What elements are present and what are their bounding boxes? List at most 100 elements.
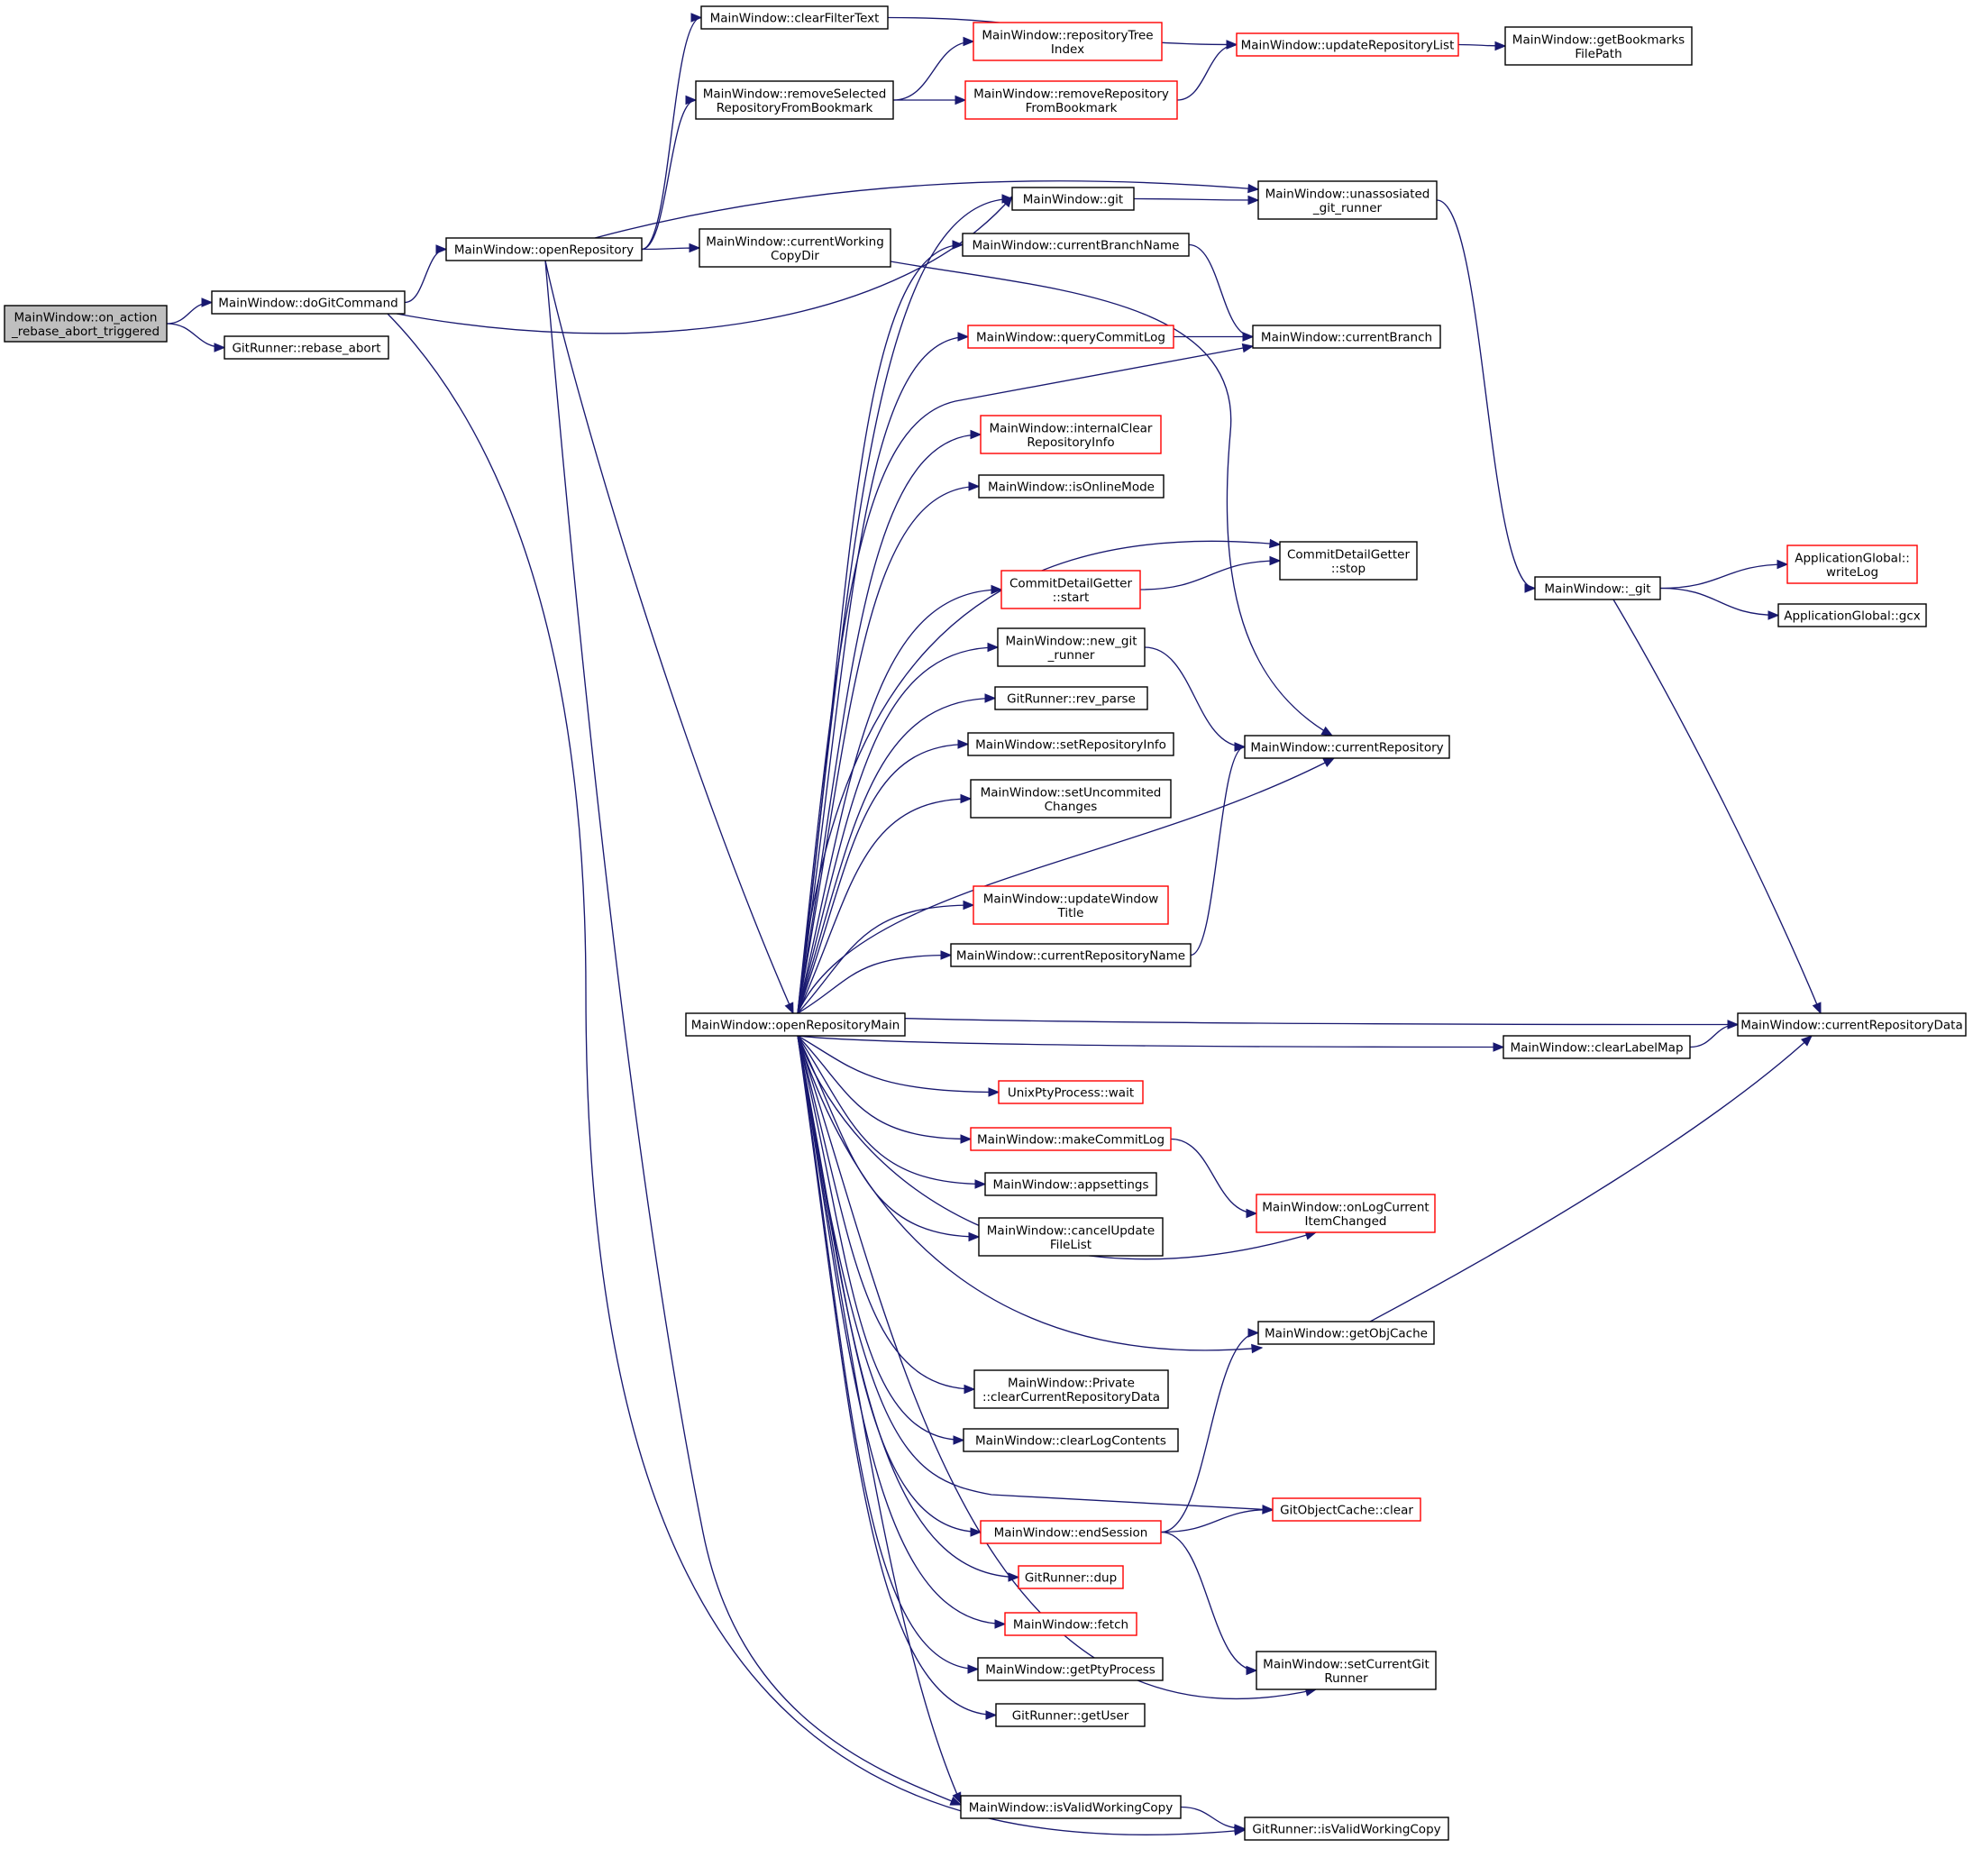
edge-mwValid-to-grValid [1180, 1806, 1247, 1834]
edge-uGit-to-curRepoData [1612, 599, 1822, 1015]
arrowhead [957, 739, 970, 749]
node-box [962, 233, 1190, 257]
node-makeCommitLog[interactable]: MainWindow::makeCommitLog [970, 1127, 1172, 1151]
node-endSession[interactable]: MainWindow::endSession [980, 1520, 1162, 1544]
edge-line [797, 646, 999, 1014]
node-clearLabelMap[interactable]: MainWindow::clearLabelMap [1503, 1035, 1691, 1059]
node-clearFilter[interactable]: MainWindow::clearFilterText [700, 5, 889, 30]
edge-git-to-unassoc [1133, 195, 1260, 206]
node-box [1257, 1321, 1435, 1345]
edge-endSession-to-getObjCache [1160, 1328, 1260, 1533]
node-unixWait[interactable]: UnixPtyProcess::wait [998, 1080, 1144, 1104]
node-isOnline[interactable]: MainWindow::isOnlineMode [978, 474, 1165, 499]
node-gocClear[interactable]: GitObjectCache::clear [1272, 1497, 1421, 1522]
node-label: MainWindow::git [1023, 193, 1123, 207]
node-label: MainWindow::unassosiated [1265, 187, 1430, 201]
node-openRepo[interactable]: MainWindow::openRepository [445, 237, 643, 261]
node-label: CommitDetailGetter [1009, 576, 1132, 590]
node-box [445, 237, 643, 261]
node-setRepoInfo[interactable]: MainWindow::setRepositoryInfo [967, 732, 1174, 756]
edge-root-to-doGit [166, 297, 214, 325]
edge-line [1144, 646, 1246, 748]
node-openRepoMain[interactable]: MainWindow::openRepositoryMain [685, 1012, 906, 1037]
node-newGitRunner[interactable]: MainWindow::new_git_runner [997, 627, 1146, 667]
edge-line [797, 1035, 964, 1441]
node-label: GitObjectCache::clear [1280, 1504, 1413, 1518]
node-label: MainWindow::currentWorking [706, 234, 884, 249]
node-curRepo[interactable]: MainWindow::currentRepository [1244, 735, 1450, 759]
arrowhead [960, 793, 973, 804]
node-cdgStart[interactable]: CommitDetailGetter::start [1000, 570, 1141, 609]
node-unassoc[interactable]: MainWindow::unassosiated_git_runner [1257, 180, 1438, 220]
node-label: MainWindow::updateRepositoryList [1241, 39, 1455, 53]
node-label: GitRunner::rebase_abort [232, 342, 380, 356]
node-revParse[interactable]: GitRunner::rev_parse [994, 686, 1148, 710]
node-box [973, 22, 1163, 61]
edge-line [797, 1035, 1006, 1625]
arrowhead [1524, 583, 1537, 593]
node-privClear[interactable]: MainWindow::Private::clearCurrentReposit… [973, 1369, 1169, 1409]
node-curRepoName[interactable]: MainWindow::currentRepositoryName [950, 943, 1192, 967]
node-root[interactable]: MainWindow::on_action_rebase_abort_trigg… [4, 305, 168, 343]
node-grValid[interactable]: GitRunner::isValidWorkingCopy [1244, 1817, 1449, 1841]
node-writeLog[interactable]: ApplicationGlobal::writeLog [1786, 544, 1918, 584]
node-doGit[interactable]: MainWindow::doGitCommand [211, 290, 406, 315]
node-queryCommitLog[interactable]: MainWindow::queryCommitLog [967, 325, 1174, 349]
arrowhead [970, 1527, 982, 1537]
node-rebaseAbort[interactable]: GitRunner::rebase_abort [224, 335, 389, 360]
node-curRepoData[interactable]: MainWindow::currentRepositoryData [1737, 1012, 1967, 1037]
node-getPty[interactable]: MainWindow::getPtyProcess [977, 1657, 1164, 1681]
edge-openRepoMain-to-isOnline [797, 481, 981, 1014]
node-uGit[interactable]: MainWindow::_git [1534, 576, 1661, 600]
node-label: MainWindow::internalClear [990, 421, 1153, 435]
node-clearLogC[interactable]: MainWindow::clearLogContents [963, 1428, 1179, 1452]
arrowhead [1322, 757, 1336, 767]
edge-doGit-to-grValid [387, 313, 1247, 1836]
node-mwValid[interactable]: MainWindow::isValidWorkingCopy [960, 1795, 1182, 1819]
node-getObjCache[interactable]: MainWindow::getObjCache [1257, 1321, 1435, 1345]
edge-line [797, 1035, 1317, 1260]
edge-line [1369, 1035, 1813, 1322]
node-label: MainWindow::openRepositoryMain [691, 1019, 900, 1033]
node-label: MainWindow::updateWindow [983, 892, 1159, 906]
arrowhead [1262, 1505, 1274, 1515]
node-label: MainWindow::getPtyProcess [985, 1663, 1155, 1678]
node-appSettings[interactable]: MainWindow::appsettings [984, 1172, 1157, 1196]
edge-openRepo-to-unassoc [594, 180, 1260, 239]
node-updateRepoList[interactable]: MainWindow::updateRepositoryList [1236, 32, 1459, 57]
node-git[interactable]: MainWindow::git [1011, 187, 1135, 211]
node-curBranch[interactable]: MainWindow::currentBranch [1252, 325, 1441, 349]
edge-cdgStart-to-cdgStop [1139, 555, 1282, 590]
edge-line [1659, 563, 1788, 590]
edge-openRepoMain-to-internalClear [797, 429, 982, 1014]
node-gcx[interactable]: ApplicationGlobal::gcx [1777, 603, 1927, 627]
arrowhead [685, 95, 698, 105]
node-box [699, 228, 891, 268]
edge-line [797, 904, 974, 1014]
node-box [998, 1080, 1144, 1104]
arrowhead [690, 13, 703, 23]
edge-line [1160, 1508, 1274, 1533]
node-removeSel[interactable]: MainWindow::removeSelectedRepositoryFrom… [695, 80, 894, 120]
edge-line [797, 1035, 1504, 1048]
node-curBranchName[interactable]: MainWindow::currentBranchName [962, 233, 1190, 257]
node-fetch[interactable]: MainWindow::fetch [1004, 1612, 1137, 1636]
arrowhead [1269, 555, 1282, 566]
node-dup[interactable]: GitRunner::dup [1018, 1565, 1124, 1589]
node-cdgStop[interactable]: CommitDetailGetter::stop [1279, 541, 1418, 581]
node-label: MainWindow::makeCommitLog [977, 1133, 1165, 1148]
edge-openRepoMain-to-mwValid [797, 1035, 962, 1805]
node-label: MainWindow::setRepositoryInfo [975, 738, 1166, 753]
edge-line [797, 798, 972, 1014]
node-getUser[interactable]: GitRunner::getUser [995, 1703, 1146, 1727]
